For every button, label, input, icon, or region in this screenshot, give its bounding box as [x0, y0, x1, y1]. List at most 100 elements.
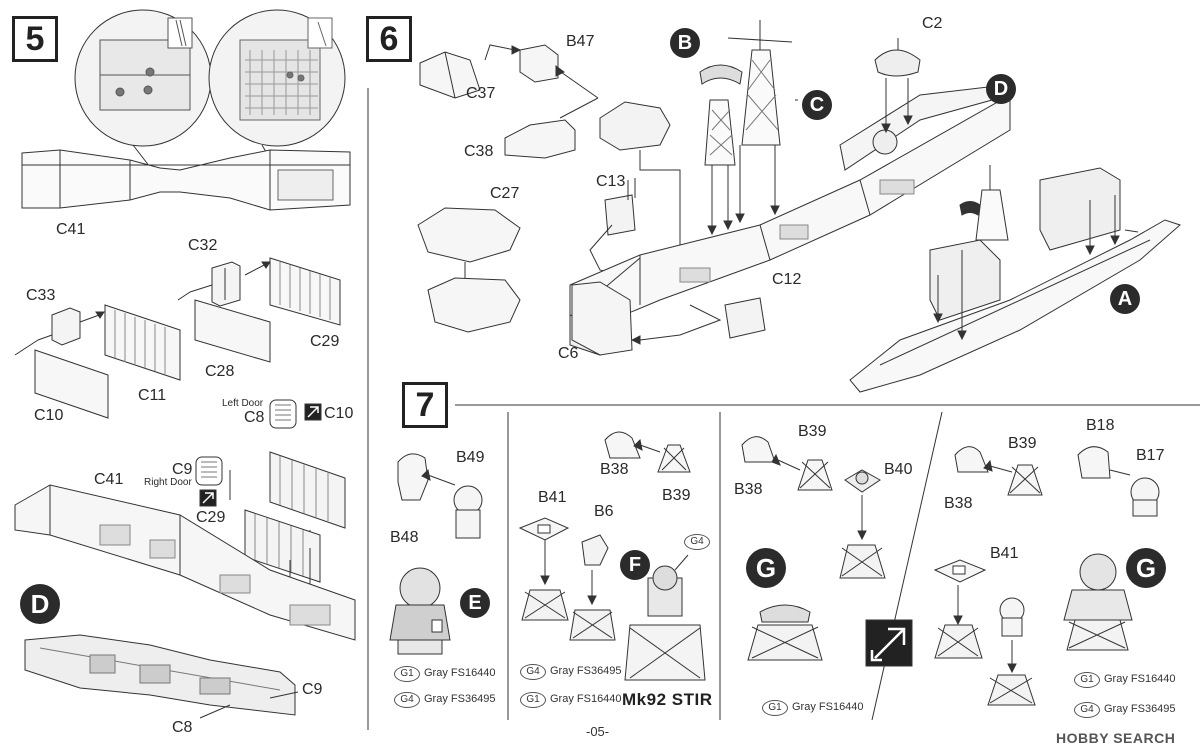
label-c10-arrow: C10 — [324, 405, 354, 422]
label-b17: B17 — [1136, 447, 1165, 464]
part-c41-hull — [14, 484, 356, 641]
label-c29-top: C29 — [310, 333, 340, 350]
label-c8-top: C8 — [244, 409, 265, 426]
part-c10-left — [34, 349, 109, 419]
label-b18: B18 — [1086, 417, 1115, 434]
label-c8-bottom: C8 — [172, 719, 193, 736]
label-right-door: Right Door — [144, 477, 192, 488]
part-c6 — [571, 281, 633, 356]
part-assembly-e — [389, 567, 451, 655]
part-c33 — [51, 307, 81, 346]
callout-b: B — [670, 28, 700, 58]
paint-code: G1 — [1074, 672, 1100, 688]
label-b38-a: B38 — [600, 461, 629, 478]
paint-code: G4 — [520, 664, 546, 680]
part-c29-top — [269, 257, 341, 326]
step-6-badge: 6 — [366, 16, 412, 62]
page-number: -05- — [586, 724, 610, 739]
label-c13: C13 — [596, 173, 626, 190]
label-b49: B49 — [456, 449, 485, 466]
callout-f: F — [620, 550, 650, 580]
label-b39-a: B39 — [662, 487, 691, 504]
part-c8-door — [269, 399, 297, 429]
label-b41-b: B41 — [990, 545, 1019, 562]
part-c29-mid — [244, 509, 321, 583]
part-radome-small — [999, 597, 1025, 637]
part-completed-ship — [849, 165, 1181, 393]
part-b39-a — [657, 444, 691, 473]
callout-a: A — [1110, 284, 1140, 314]
part-b41-a — [518, 517, 570, 541]
part-mk92-stir — [624, 565, 706, 681]
label-c33: C33 — [26, 287, 56, 304]
part-b17 — [1130, 477, 1160, 517]
paint-swatch-2: G4 Gray FS36495 — [394, 692, 496, 708]
label-b47: B47 — [566, 33, 595, 50]
paint-code: G1 — [520, 692, 546, 708]
callout-d-left: D — [20, 584, 60, 624]
label-c41-top: C41 — [56, 221, 86, 238]
paint-name: Gray FS36495 — [424, 693, 496, 705]
label-c9-top: C9 — [172, 461, 193, 478]
g4-tag: G4 — [684, 534, 714, 550]
paint-code: G1 — [762, 700, 788, 716]
watermark-text: HOBBY SEARCH — [1056, 730, 1176, 746]
mk92-stir-label: Mk92 STIR — [622, 690, 713, 709]
part-c38 — [504, 119, 576, 159]
label-c32: C32 — [188, 237, 218, 254]
part-pedestal-2 — [569, 609, 616, 641]
part-c28 — [194, 299, 271, 363]
part-c10-mid — [269, 451, 346, 529]
part-pedestal-1 — [521, 589, 569, 621]
part-pedestal-3 — [839, 544, 886, 579]
paint-swatch-4: G1 Gray FS16440 — [520, 692, 622, 708]
paint-code: G1 — [394, 666, 420, 682]
part-b39-c — [1007, 464, 1043, 496]
part-b38-a — [604, 431, 641, 459]
paint-code: G4 — [1074, 702, 1100, 718]
paint-name: Gray FS16440 — [550, 693, 622, 705]
callout-c: C — [802, 90, 832, 120]
part-b48 — [397, 453, 429, 501]
label-c10-left: C10 — [34, 407, 64, 424]
paint-swatch-3: G4 Gray FS36495 — [520, 664, 622, 680]
paint-code: G4 — [684, 534, 710, 550]
part-c37 — [419, 51, 481, 99]
label-c37: C37 — [466, 85, 496, 102]
part-b49 — [453, 485, 483, 539]
part-c38-turret — [599, 101, 671, 151]
part-c41-top — [21, 149, 351, 211]
part-b-radar-mast — [699, 64, 743, 166]
label-left-door: Left Door — [222, 398, 264, 409]
paint-swatch-6: G1 Gray FS16440 — [1074, 672, 1176, 688]
divider-7c — [871, 411, 943, 721]
part-pedestal-4 — [934, 624, 983, 659]
label-c9-bottom: C9 — [302, 681, 323, 698]
label-c29-mid: C29 — [196, 509, 226, 526]
callout-d-right: D — [986, 74, 1016, 104]
paint-name: Gray FS16440 — [1104, 673, 1176, 685]
label-c27: C27 — [490, 185, 520, 202]
part-b38-c — [954, 446, 989, 473]
paint-name: Gray FS36495 — [1104, 703, 1176, 715]
part-c12 — [724, 297, 766, 339]
label-c41-mid: C41 — [94, 471, 124, 488]
paint-name: Gray FS36495 — [550, 665, 622, 677]
part-assembly-g-right — [1063, 553, 1133, 651]
part-b6 — [581, 534, 609, 566]
part-b40 — [844, 469, 881, 493]
part-c11 — [104, 304, 181, 381]
part-c9-door — [195, 456, 223, 486]
part-c27 — [417, 207, 521, 263]
part-c27-base — [427, 277, 521, 333]
step-7-badge: 7 — [402, 382, 448, 428]
label-c12: C12 — [772, 271, 802, 288]
callout-e: E — [460, 588, 490, 618]
paint-code: G4 — [394, 692, 420, 708]
part-assembly-g-mid — [747, 604, 823, 661]
callout-g-right: G — [1126, 548, 1166, 588]
part-d-deck-bottom — [24, 634, 296, 716]
